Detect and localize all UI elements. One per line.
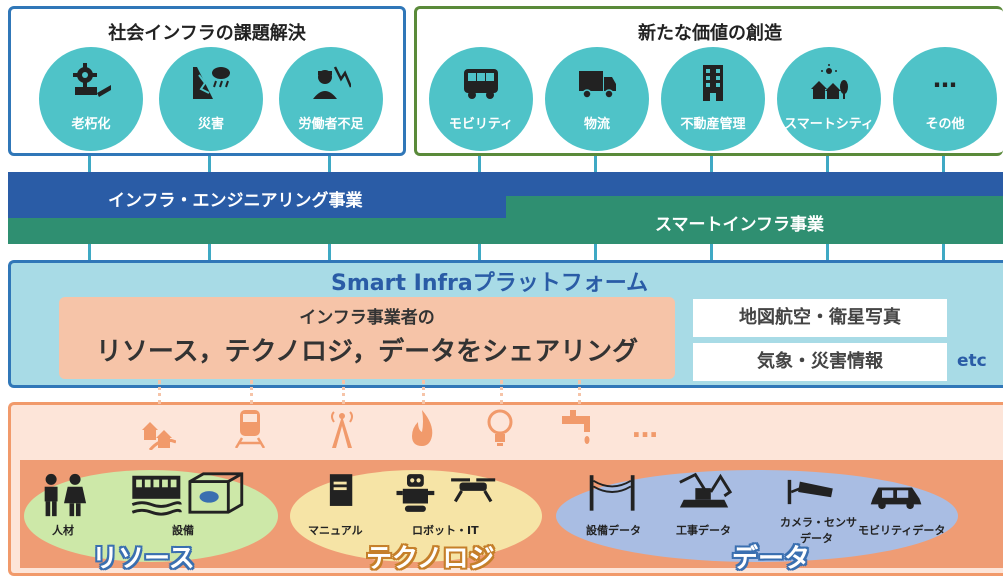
resource-equipment-label: 設備	[172, 524, 194, 537]
ellipsis-icon: …	[933, 65, 957, 93]
sharing-panel: インフラ事業者の リソース，テクノロジ，データをシェアリング	[59, 297, 675, 379]
worker-decline-icon	[313, 66, 351, 99]
connector-line	[594, 244, 597, 260]
challenge-labor: 労働者不足	[279, 47, 383, 151]
value-logistics-label: 物流	[583, 117, 610, 132]
challenge-labor-label: 労働者不足	[298, 117, 364, 132]
connector-line	[88, 156, 91, 172]
bus-icon	[464, 69, 498, 99]
dotted-connector	[422, 380, 425, 404]
connector-line	[208, 244, 211, 260]
engineering-band-tab	[8, 196, 506, 218]
connector-line	[478, 244, 481, 260]
connector-line	[328, 244, 331, 260]
data-equipment-label: 設備データ	[586, 524, 641, 537]
connector-line	[208, 156, 211, 172]
engineering-band-label: インフラ・エンジニアリング事業	[108, 191, 363, 211]
value-other: … その他	[893, 47, 997, 151]
data-label: データ	[732, 544, 811, 574]
platform-box: Smart Infraプラットフォーム インフラ事業者の リソース，テクノロジ，…	[8, 260, 1003, 388]
challenges-box: 社会インフラの課題解決 老朽化 災害 労働者不足	[8, 6, 406, 156]
connector-line	[594, 156, 597, 172]
value-realestate: 不動産管理	[661, 47, 765, 151]
challenges-title: 社会インフラの課題解決	[108, 23, 306, 44]
dotted-connector	[500, 380, 503, 404]
value-other-label: その他	[925, 117, 965, 132]
cable-poles-icon	[589, 475, 635, 511]
train-icon	[234, 410, 266, 448]
data-construction-label: 工事データ	[676, 524, 731, 537]
smart-city-icon	[811, 64, 848, 99]
technology-label: テクノロジ	[366, 544, 495, 574]
people-icon	[44, 473, 87, 517]
radio-tower-icon	[331, 411, 353, 448]
value-mobility-label: モビリティ	[448, 117, 514, 132]
weather-info-label: 気象・災害情報	[693, 343, 947, 381]
challenge-aging-label: 老朽化	[71, 117, 111, 132]
robot-drone-icon	[396, 474, 496, 512]
smart-band-label: スマートインフラ事業	[655, 215, 824, 235]
sharing-line2: リソース，テクノロジ，データをシェアリング	[95, 337, 639, 367]
truck-icon	[579, 71, 616, 99]
dotted-connector	[342, 380, 345, 404]
more-infra-icon: …	[632, 414, 658, 444]
connector-line	[826, 156, 829, 172]
platform-title: Smart Infraプラットフォーム	[331, 271, 649, 296]
connector-line	[328, 156, 331, 172]
data-camera-label-2: データ	[800, 532, 833, 545]
challenge-disaster: 災害	[159, 47, 263, 151]
manual-icon	[329, 474, 353, 506]
gear-bridge-icon	[73, 63, 111, 97]
connector-line	[826, 244, 829, 260]
connector-line	[710, 156, 713, 172]
connector-line	[942, 244, 945, 260]
dotted-connector	[250, 380, 253, 404]
connector-line	[478, 156, 481, 172]
connector-line	[88, 244, 91, 260]
tech-manual-label: マニュアル	[308, 524, 363, 537]
camera-sensor-icon	[787, 479, 833, 505]
sharing-line1: インフラ事業者の	[299, 308, 435, 328]
equipment-icon	[131, 472, 244, 516]
value-title: 新たな価値の創造	[638, 23, 782, 44]
landslide-rain-icon	[193, 67, 230, 99]
value-box: 新たな価値の創造 モビリティ 物流 不動産管理 スマート	[414, 6, 1003, 156]
car-icon	[870, 487, 922, 510]
connector-line	[710, 244, 713, 260]
building-icon	[703, 65, 723, 101]
value-smartcity-label: スマートシティ	[784, 117, 874, 132]
excavator-icon	[679, 472, 733, 508]
data-camera-label: カメラ・センサ	[780, 516, 857, 529]
resources-label: リソース	[92, 544, 195, 574]
challenge-aging: 老朽化	[39, 47, 143, 151]
dotted-connector	[578, 380, 581, 404]
data-mobility-label: モビリティデータ	[858, 524, 946, 537]
aerial-photo-label: 地図航空・衛星写真	[693, 299, 947, 337]
etc-label: etc	[957, 351, 987, 371]
dotted-connector	[158, 380, 161, 404]
lightbulb-icon	[487, 409, 513, 446]
engineering-band	[8, 172, 1003, 196]
houses-icon	[142, 422, 176, 450]
resource-people-label: 人材	[52, 524, 74, 537]
tech-robot-label: ロボット・IT	[412, 524, 479, 537]
faucet-icon	[562, 410, 590, 444]
value-smartcity: スマートシティ	[777, 47, 881, 151]
value-mobility: モビリティ	[429, 47, 533, 151]
connector-line	[942, 156, 945, 172]
value-logistics: 物流	[545, 47, 649, 151]
value-realestate-label: 不動産管理	[680, 117, 746, 132]
challenge-disaster-label: 災害	[197, 117, 224, 132]
fire-icon	[412, 410, 433, 446]
